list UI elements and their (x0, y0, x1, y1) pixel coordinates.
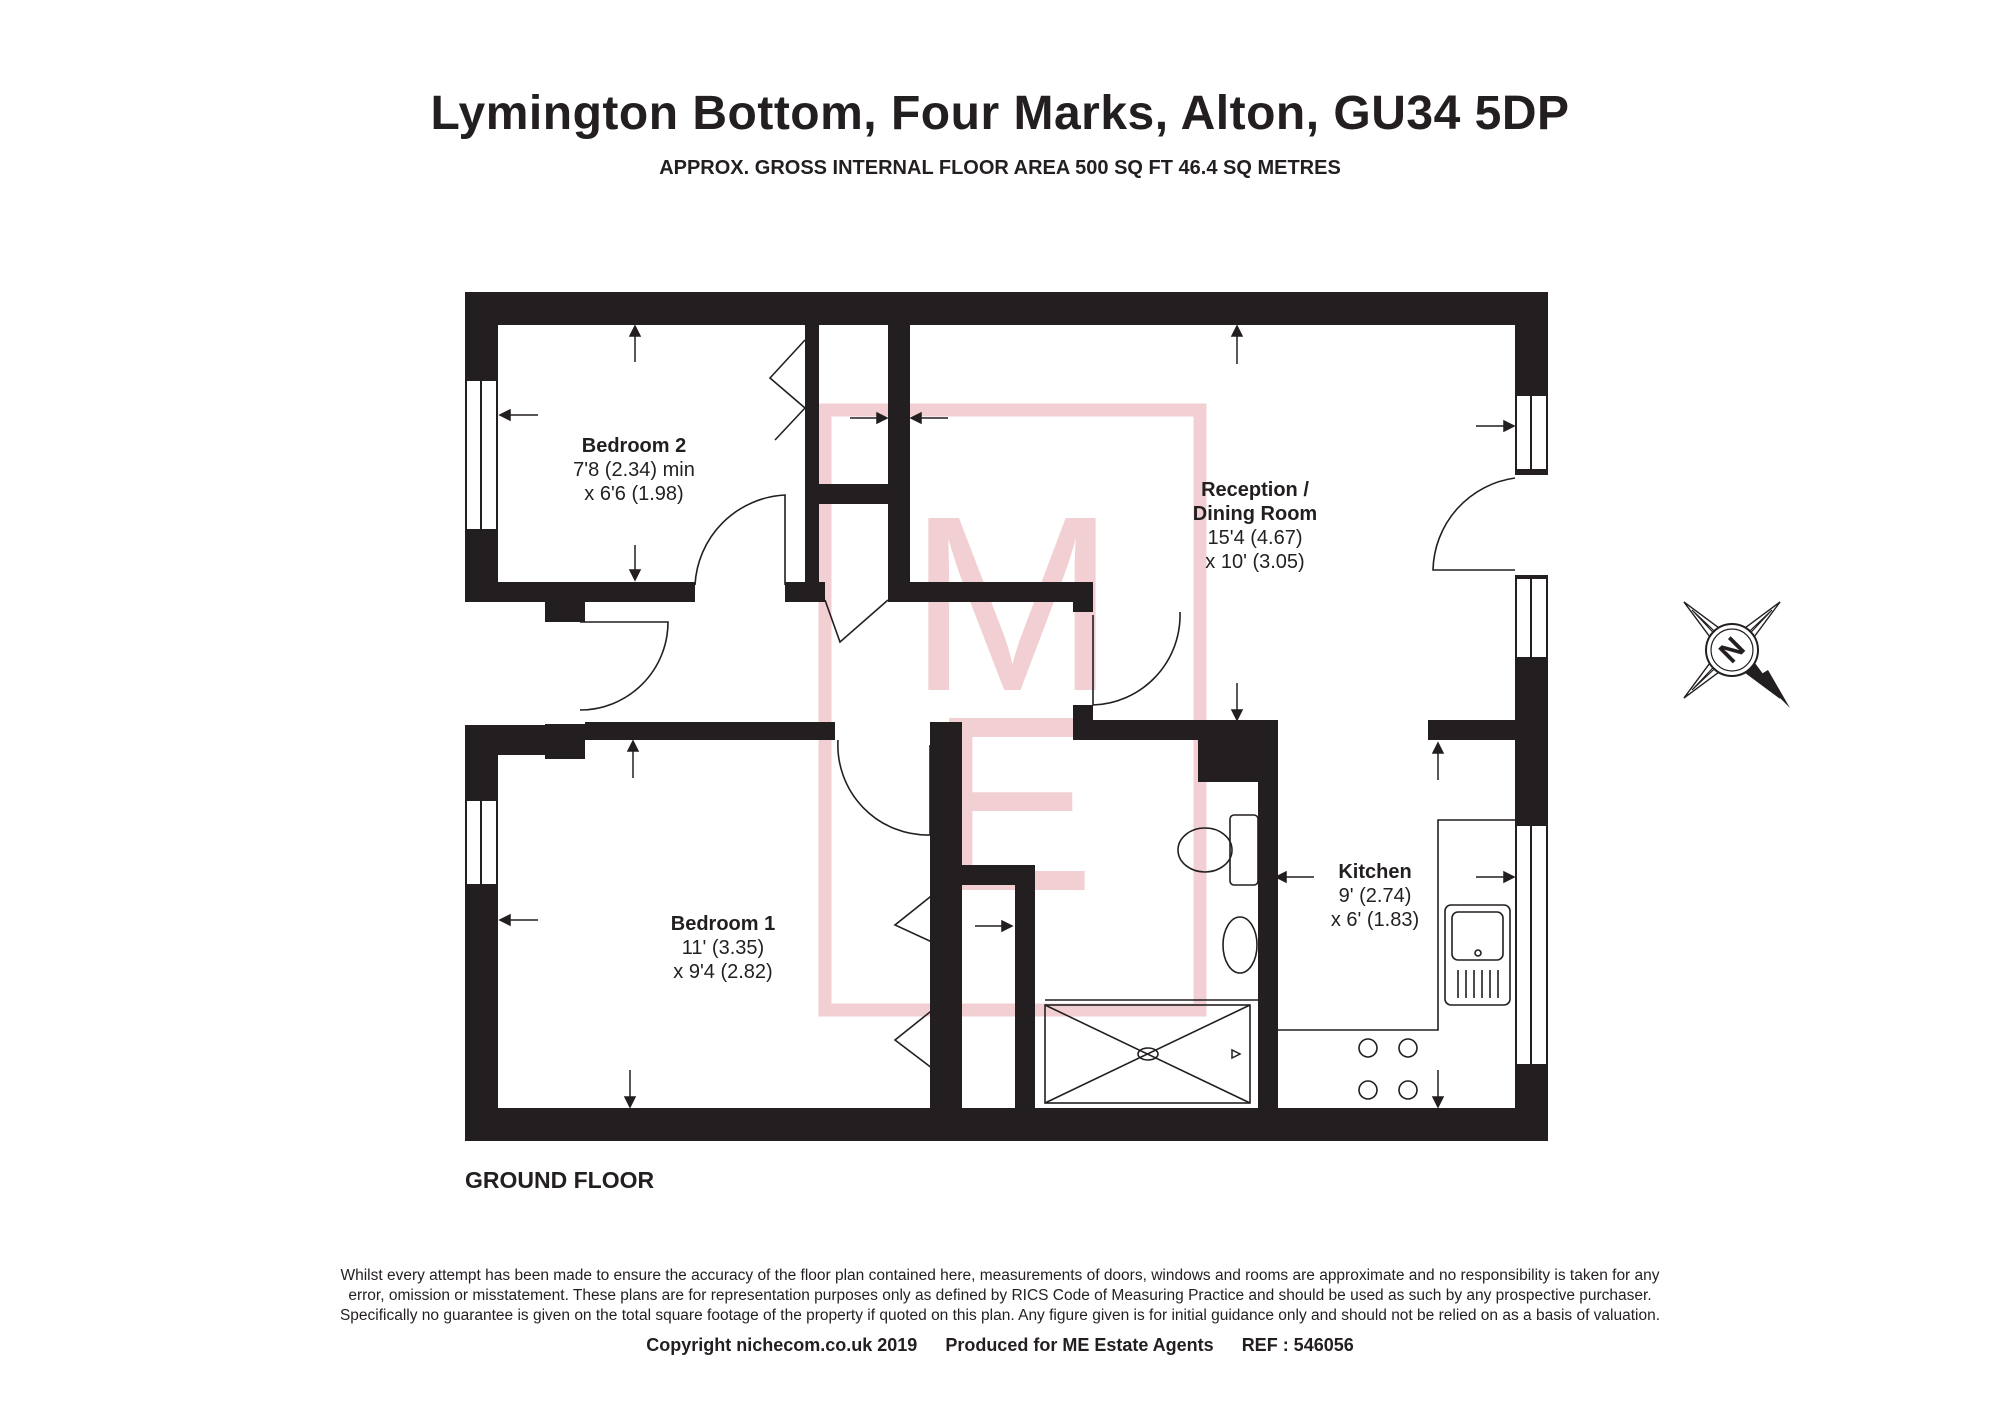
cupboard-door-1 (824, 599, 889, 644)
windows (465, 379, 1548, 1066)
front-door-swing (1432, 477, 1516, 571)
wardrobe-door-bedroom-1-lower (893, 999, 946, 1079)
room-name: Dining Room (1193, 503, 1317, 525)
produced-for-text: Produced for ME Estate Agents (945, 1335, 1214, 1355)
compass-north-icon: N (1683, 601, 1790, 708)
disclaimer: Whilst every attempt has been made to en… (250, 1266, 1750, 1326)
room-label-reception: Reception / Dining Room 15'4 (4.67) x 10… (1193, 479, 1317, 573)
hob-icon (1358, 1038, 1418, 1100)
door-swings (579, 339, 1516, 1079)
room-label-bedroom-2: Bedroom 2 7'8 (2.34) min x 6'6 (1.98) (573, 435, 695, 505)
room-dimension: x 6' (1.83) (1331, 909, 1419, 931)
room-dimension: 11' (3.35) (682, 937, 764, 959)
bathroom-door-swing (1092, 611, 1181, 706)
disclaimer-line: Specifically no guarantee is given on th… (339, 1307, 1661, 1324)
room-name: Bedroom 1 (671, 913, 775, 935)
shower-tray (1044, 1004, 1251, 1104)
wardrobe-door-bedroom-1-upper (893, 884, 946, 949)
drainer-lines (1457, 970, 1499, 998)
floor-area-subtitle: APPROX. GROSS INTERNAL FLOOR AREA 500 SQ… (659, 157, 1341, 179)
toilet-bowl-icon (1177, 827, 1233, 873)
room-dimension: x 10' (3.05) (1205, 551, 1304, 573)
room-label-bedroom-1: Bedroom 1 11' (3.35) x 9'4 (2.82) (671, 913, 775, 983)
copyright-text: Copyright nichecom.co.uk 2019 (646, 1335, 918, 1355)
corridor-door-swing (837, 739, 931, 836)
room-dimension: x 6'6 (1.98) (584, 483, 683, 505)
room-dimension: 7'8 (2.34) min (573, 459, 695, 481)
room-dimension: 9' (2.74) (1339, 885, 1412, 907)
basin-icon (1222, 916, 1258, 974)
front-door-gap (1515, 475, 1548, 575)
room-label-kitchen: Kitchen 9' (2.74) x 6' (1.83) (1331, 861, 1419, 931)
room-dimension: 15'4 (4.67) (1208, 527, 1303, 549)
disclaimer-line: error, omission or misstatement. These p… (348, 1287, 1652, 1304)
bedroom-2-door-swing (694, 494, 786, 586)
walls (465, 292, 1548, 1141)
wardrobe-door-bedroom-2 (768, 339, 807, 441)
room-name: Reception / (1201, 479, 1309, 501)
disclaimer-line: Whilst every attempt has been made to en… (340, 1267, 1660, 1284)
room-dimension: x 9'4 (2.82) (673, 961, 772, 983)
toilet-cistern (1229, 814, 1259, 886)
kitchen-fittings (1278, 819, 1515, 1100)
room-name: Bedroom 2 (582, 435, 686, 457)
reference-text: REF : 546056 (1241, 1335, 1354, 1355)
sink-icon (1444, 904, 1511, 1006)
bathroom-fittings (1044, 814, 1259, 1104)
room-name: Kitchen (1338, 861, 1411, 883)
floor-label: GROUND FLOOR (465, 1167, 655, 1193)
measurement-arrows (498, 324, 1516, 1109)
copyright-line: Copyright nichecom.co.uk 2019 Produced fo… (0, 1335, 2000, 1356)
plan-title: Lymington Bottom, Four Marks, Alton, GU3… (430, 87, 1570, 140)
bedroom-1-door-swing (579, 621, 669, 711)
